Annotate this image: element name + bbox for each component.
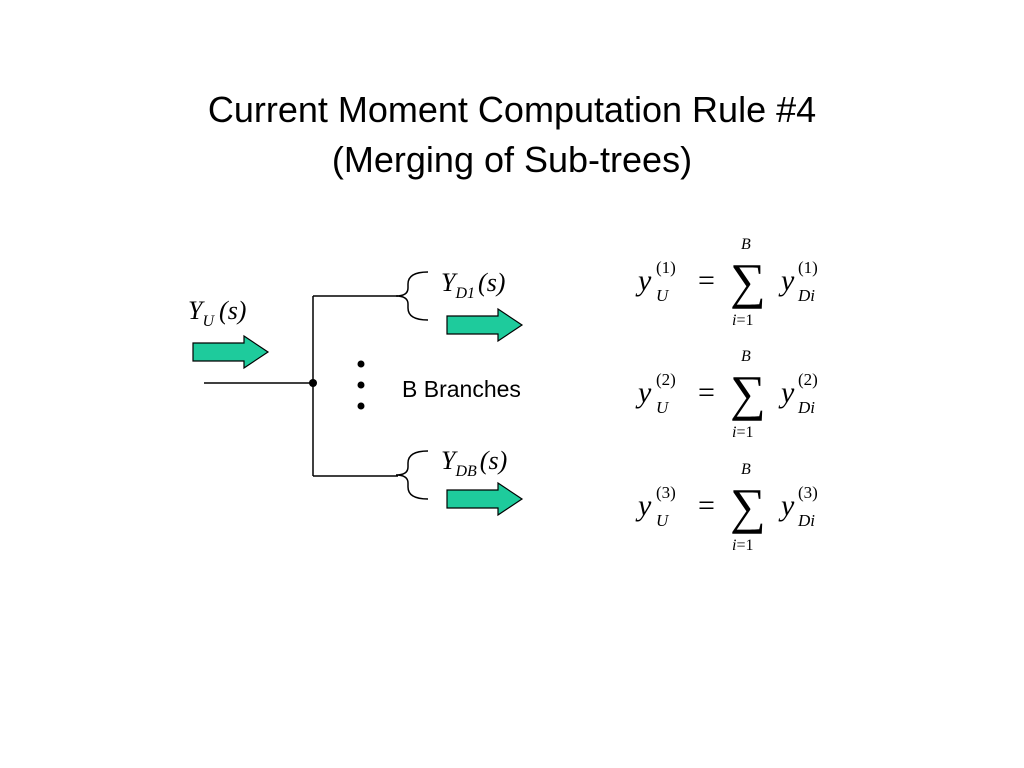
eq1-equals-sign: = [698,264,715,297]
eq3-equals-sign: = [698,489,715,522]
moment-equation-3: y (3) U = B ∑ i=1 y (3) Di [638,461,868,571]
eq1-rhs-symbol: y [781,264,795,297]
eq2-lhs-superscript: (2) [656,370,676,389]
upstream-arrow-icon [192,334,270,370]
eq3-lhs-superscript: (3) [656,483,676,502]
eq2-lhs-subscript: U [656,398,669,417]
eq1-sum-index: i [732,312,737,329]
eq2-lhs-symbol: y [638,376,652,409]
eq2-rhs-symbol: y [781,376,795,409]
eq3-rhs-symbol: y [781,489,795,522]
eq1-sum-start: =1 [736,312,754,329]
branch-bottom-admittance-label: YDB(s) [441,446,508,480]
eq3-sum-lower-limit: i=1 [732,537,753,555]
branch-top-symbol: Y [441,268,456,297]
moment-equation-1: y (1) U = B ∑ i=1 y (1) Di [638,236,868,346]
vertical-ellipsis-icon [357,360,365,410]
eq3-sum-start: =1 [736,537,754,554]
eq2-sum-start: =1 [736,424,754,441]
branch-top-subscript: D1 [455,285,476,302]
upstream-admittance-label: YU(s) [188,296,247,330]
branch-bottom-arrow-icon [446,481,524,517]
branch-top-admittance-label: YD1(s) [441,268,506,302]
upstream-argument: (s) [219,296,247,325]
branches-label: B Branches [402,376,521,402]
eq3-summation-icon: ∑ [730,478,766,534]
eq1-sum-lower-limit: i=1 [732,312,753,330]
eq3-rhs-subscript: Di [798,511,815,530]
eq3-sum-index: i [732,537,737,554]
eq2-sum-upper-limit: B [741,348,751,365]
eq1-lhs-subscript: U [656,286,669,305]
eq1-sum-upper-limit: B [741,236,751,253]
branch-bottom-argument: (s) [479,446,508,475]
eq1-lhs-symbol: y [638,264,652,297]
branch-top-arrow-icon [446,307,524,343]
eq2-sum-lower-limit: i=1 [732,424,753,442]
eq1-lhs-superscript: (1) [656,258,676,277]
eq3-lhs-symbol: y [638,489,652,522]
branch-top-brace [395,271,429,321]
eq2-equals-sign: = [698,376,715,409]
branch-bottom-brace [395,450,429,500]
branch-bottom-subscript: DB [455,463,477,480]
slide-title-line-2: (Merging of Sub-trees) [331,139,693,180]
eq2-rhs-superscript: (2) [798,370,818,389]
upstream-subscript: U [202,313,215,330]
eq3-lhs-subscript: U [656,511,669,530]
eq2-rhs-subscript: Di [798,398,815,417]
upstream-symbol: Y [188,296,203,325]
eq1-rhs-superscript: (1) [798,258,818,277]
eq1-summation-icon: ∑ [730,253,766,309]
moment-equation-2: y (2) U = B ∑ i=1 y (2) Di [638,348,868,458]
eq1-rhs-subscript: Di [798,286,815,305]
eq2-summation-icon: ∑ [730,365,766,421]
eq3-sum-upper-limit: B [741,461,751,478]
slide-title-line-1: Current Moment Computation Rule #4 [207,89,817,130]
branch-bottom-symbol: Y [441,446,456,475]
eq2-sum-index: i [732,424,737,441]
eq3-rhs-superscript: (3) [798,483,818,502]
branch-top-argument: (s) [478,268,506,297]
